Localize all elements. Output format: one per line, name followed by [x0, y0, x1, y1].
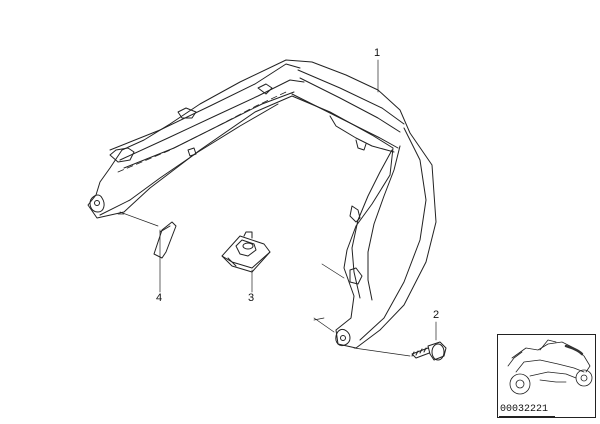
callout-part-1: 1: [374, 47, 381, 59]
leader-lines: [117, 59, 437, 357]
catalog-number-underline: [499, 416, 555, 417]
speed-nut-clip-part[interactable]: [221, 231, 271, 273]
grab-handle-part[interactable]: [87, 59, 437, 349]
screw-part[interactable]: [411, 341, 447, 361]
callout-part-4: 4: [156, 292, 163, 304]
catalog-number: 00032221: [500, 404, 549, 415]
wedge-pad-part[interactable]: [153, 221, 177, 259]
callout-part-2: 2: [433, 309, 440, 321]
callout-part-3: 3: [248, 292, 255, 304]
